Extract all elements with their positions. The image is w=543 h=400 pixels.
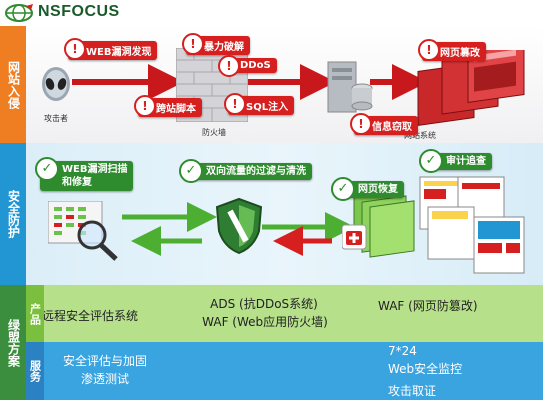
products-row: 远程安全评估系统 ADS (抗DDoS系统) WAF (Web应用防火墙) WA… xyxy=(26,285,543,342)
sub-tab-service: 服务 xyxy=(26,342,44,400)
restored-pages-icon xyxy=(342,190,415,258)
web-system-label: 网站系统 xyxy=(404,131,436,140)
tag-text: WEB漏洞扫描 和修复 xyxy=(62,164,128,188)
alert-icon: ! xyxy=(418,39,440,61)
alert-icon: ! xyxy=(64,38,86,60)
tag-xss: !跨站脚本 xyxy=(134,95,202,117)
side-tab-defense: 安全防护 xyxy=(0,143,26,285)
tag-traffic-filter: ✓双向流量的过滤与清洗 xyxy=(179,159,312,183)
alert-icon: ! xyxy=(218,55,240,77)
tag-page-recovery: ✓网页恢复 xyxy=(331,177,404,201)
alert-icon: ! xyxy=(134,95,156,117)
firewall-label: 防火墙 xyxy=(202,128,226,137)
check-icon: ✓ xyxy=(419,149,443,173)
side-tab-intrusion: 网站入侵 xyxy=(0,26,26,143)
service-pentest: 渗透测试 xyxy=(80,372,129,386)
tag-defacement: !网页篡改 xyxy=(418,39,486,61)
service-247: 7*24 xyxy=(388,344,417,358)
tag-text: 双向流量的过滤与清洗 xyxy=(206,166,306,177)
alert-icon: ! xyxy=(350,113,372,135)
defense-arrows xyxy=(122,202,355,256)
audit-pages-icon xyxy=(419,176,525,274)
scan-grid-magnifier-icon xyxy=(48,201,118,261)
defense-panel: DDos ✓WEB漏洞扫描 和修复 ✓双向流量的过滤与清洗 ✓网页恢复 ✓审计追… xyxy=(26,143,543,285)
services-row: 安全评估与加固 渗透测试 7*24 Web安全监控 攻击取证 xyxy=(26,342,543,400)
service-forensics: 攻击取证 xyxy=(388,384,437,398)
tag-brute-force: !暴力破解 xyxy=(182,33,250,55)
tag-sql-injection: !SQL注入 xyxy=(224,93,295,115)
logo-text: NSFOCUS xyxy=(38,3,120,20)
tag-text: DDoS xyxy=(240,60,271,71)
check-icon: ✓ xyxy=(179,159,203,183)
defaced-pages-icon xyxy=(417,50,525,127)
check-icon: ✓ xyxy=(35,157,59,181)
sub-tab-product: 产品 xyxy=(26,285,44,342)
tag-info-theft: !信息窃取 xyxy=(350,113,418,135)
tag-text: 审计追查 xyxy=(446,156,486,167)
attacker-label: 攻击者 xyxy=(44,114,68,123)
side-tab-green-plan: 绿盟方案 xyxy=(0,285,26,400)
tag-text: 暴力破解 xyxy=(204,42,244,53)
tag-web-vuln-discovery: !WEB漏洞发现 xyxy=(64,38,158,60)
tag-ddos: !DDoS xyxy=(218,55,277,77)
tag-text: WEB漏洞发现 xyxy=(86,47,152,58)
intrusion-panel: 攻击者 防火墙 网站系统 !WEB漏洞发现 !暴力破解 !DDoS !跨站脚本 … xyxy=(26,26,543,143)
product-ads: ADS (抗DDoS系统) xyxy=(210,297,318,311)
service-web-monitor: Web安全监控 xyxy=(388,362,463,376)
shield-icon xyxy=(215,197,263,255)
tag-text: SQL注入 xyxy=(246,102,289,113)
tag-text: 网页恢复 xyxy=(358,184,398,195)
check-icon: ✓ xyxy=(331,177,355,201)
product-remote-assessment: 远程安全评估系统 xyxy=(42,309,139,323)
service-assessment: 安全评估与加固 xyxy=(62,354,147,368)
tag-scan-fix: ✓WEB漏洞扫描 和修复 xyxy=(35,157,134,191)
tag-text: 信息窃取 xyxy=(372,122,412,133)
intrusion-arrows xyxy=(72,64,428,100)
alert-icon: ! xyxy=(182,33,204,55)
server-icon xyxy=(327,61,373,113)
header-bar: NSFOCUS xyxy=(0,0,543,26)
tag-audit: ✓审计追查 xyxy=(419,149,492,173)
alert-icon: ! xyxy=(224,93,246,115)
product-waf-web: WAF (Web应用防火墙) xyxy=(202,315,328,329)
alien-attacker-icon xyxy=(42,67,70,101)
product-waf-tamper: WAF (网页防篡改) xyxy=(378,299,478,313)
tag-text: 网页篡改 xyxy=(440,48,480,59)
nsfocus-globe-logo-icon xyxy=(5,4,33,22)
ddos-mini-label: DDos xyxy=(484,255,505,263)
tag-text: 跨站脚本 xyxy=(156,104,196,115)
